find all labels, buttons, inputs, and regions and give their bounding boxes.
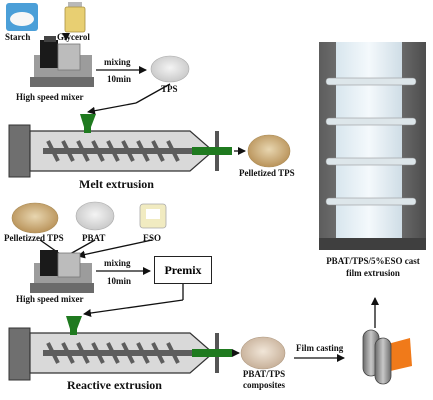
pbat-image: [75, 201, 115, 231]
film-caption-line1: PBAT/TPS/5%ESO cast: [326, 256, 420, 266]
film-casting-label: Film casting: [296, 343, 344, 353]
pelletized-tps-image: [247, 134, 291, 168]
pelletized-tps-2-label: Pelletizzed TPS: [4, 233, 64, 243]
film-casting-rollers-image: [362, 329, 412, 385]
tps-powder-image: [150, 55, 190, 83]
pbat-label: PBAT: [82, 233, 106, 243]
composites-label-line1: PBAT/TPS: [242, 369, 286, 379]
composites-label-line2: composites: [243, 380, 285, 390]
starch-label: Starch: [5, 32, 31, 42]
mixing-label-2: mixing: [104, 258, 131, 268]
high-speed-mixer-2-image: [30, 250, 94, 293]
pelletized-tps-label: Pelletized TPS: [239, 168, 295, 178]
melt-extruder: [8, 114, 232, 178]
starch-image: [6, 3, 38, 31]
mixing-label-1: mixing: [104, 57, 131, 67]
pbat-tps-composites-image: [240, 336, 286, 370]
film-caption-line2: film extrusion: [346, 268, 400, 278]
high-speed-mixer-1-image: [30, 36, 94, 87]
reactive-extruder: [8, 316, 232, 381]
reactive-extrusion-label: Reactive extrusion: [67, 378, 162, 392]
mixer-label-2: High speed mixer: [16, 294, 84, 304]
glycerol-bottle-image: [64, 2, 86, 33]
time-label-2: 10min: [107, 276, 132, 286]
eso-label: ESO: [143, 233, 162, 243]
cast-film-photo: [319, 42, 426, 250]
premix-box: Premix: [154, 256, 212, 284]
glycerol-label: Glycerol: [57, 32, 90, 42]
mixer-label-1: High speed mixer: [16, 92, 84, 102]
time-label-1: 10min: [107, 74, 132, 84]
melt-extrusion-label: Melt extrusion: [79, 177, 154, 191]
pelletized-tps-2-image: [11, 202, 59, 234]
eso-bottle-image: [139, 203, 167, 229]
tps-label: TPS: [161, 84, 178, 94]
